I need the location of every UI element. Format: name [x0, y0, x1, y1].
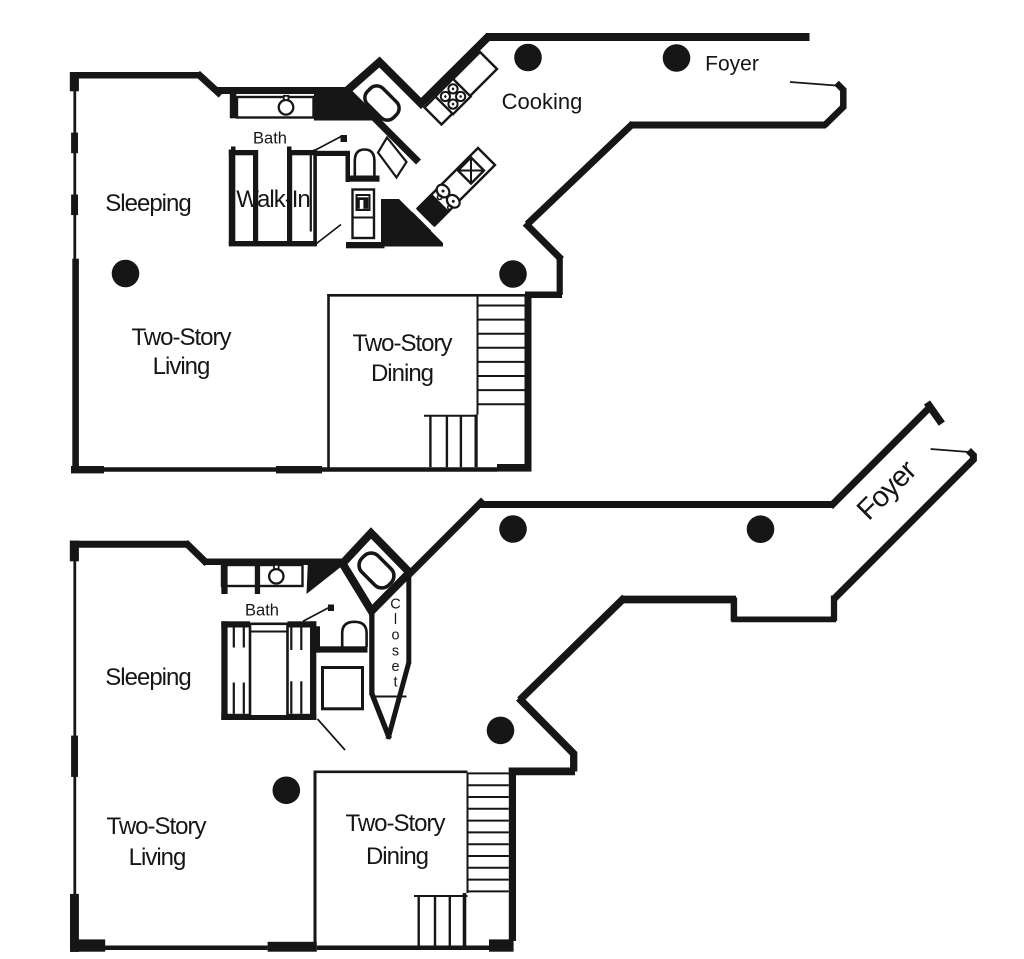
- svg-text:Foyer: Foyer: [705, 53, 759, 76]
- svg-text:o: o: [391, 628, 399, 644]
- svg-text:Two-Story: Two-Story: [131, 324, 231, 351]
- svg-text:Two-Story: Two-Story: [352, 330, 452, 357]
- svg-text:Cooking: Cooking: [502, 89, 583, 114]
- svg-text:Two-Story: Two-Story: [106, 813, 206, 840]
- svg-text:e: e: [391, 659, 399, 675]
- svg-text:Living: Living: [153, 353, 210, 380]
- svg-text:Bath: Bath: [253, 130, 287, 148]
- svg-text:C: C: [390, 597, 400, 613]
- svg-text:Walk-In: Walk-In: [236, 186, 309, 213]
- svg-text:l: l: [394, 612, 397, 628]
- svg-text:Living: Living: [129, 844, 186, 871]
- svg-text:Sleeping: Sleeping: [105, 664, 190, 691]
- svg-text:Dining: Dining: [366, 843, 428, 870]
- svg-text:Sleeping: Sleeping: [105, 190, 190, 217]
- svg-text:t: t: [393, 675, 397, 691]
- svg-text:Two-Story: Two-Story: [345, 810, 445, 837]
- svg-text:s: s: [392, 643, 399, 659]
- svg-text:Bath: Bath: [245, 602, 279, 620]
- svg-text:Dining: Dining: [371, 360, 433, 387]
